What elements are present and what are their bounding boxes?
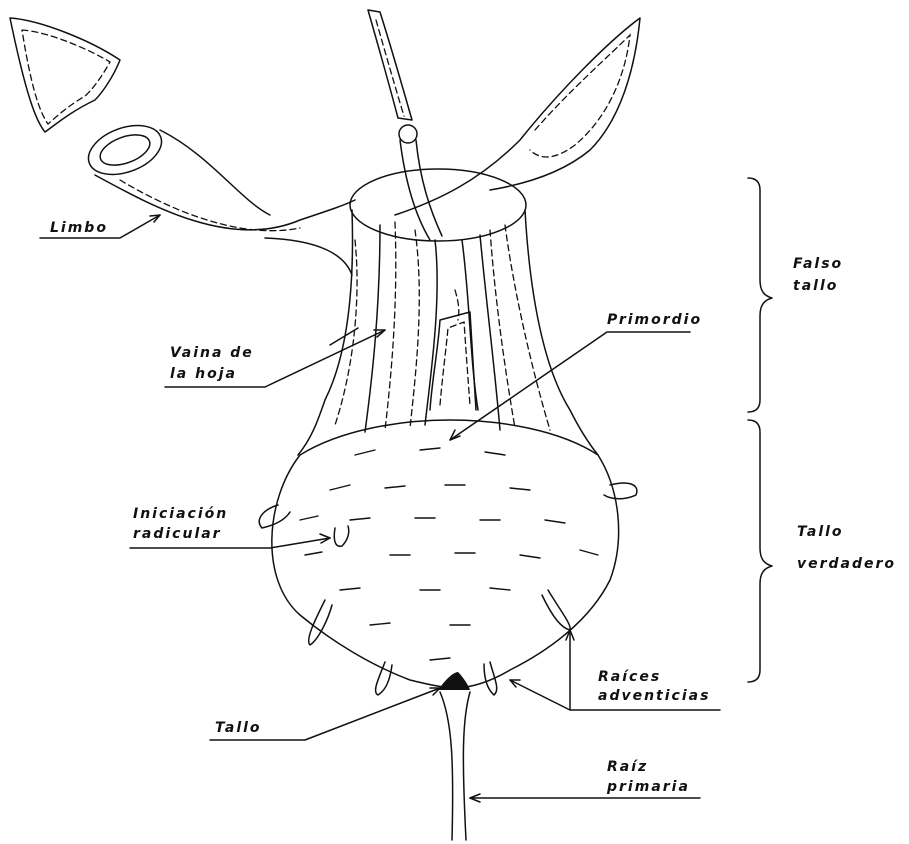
sheath-8 xyxy=(505,225,550,430)
petiole-to-stem xyxy=(265,238,352,275)
label-verdadero-2: verdadero xyxy=(797,556,896,572)
radicular-initiation xyxy=(334,526,348,546)
petiole-cut-end xyxy=(82,116,168,183)
right-leaf-dashed xyxy=(530,35,630,157)
brace-falso-tallo xyxy=(748,178,772,412)
sheath-2 xyxy=(365,225,380,432)
petiole-tube-top xyxy=(160,130,270,215)
sheath-4 xyxy=(410,230,419,428)
label-iniciacion-2: radicular xyxy=(133,526,222,542)
stem-node xyxy=(438,672,470,690)
label-raiz-1: Raíz xyxy=(607,759,648,775)
primary-root-2 xyxy=(463,692,470,840)
label-iniciacion-1: Iniciación xyxy=(133,506,228,522)
sheath-9 xyxy=(462,240,478,410)
adventitious-root-3 xyxy=(484,662,497,695)
label-vaina-1: Vaina de xyxy=(170,345,254,361)
petiole-tube xyxy=(95,175,355,230)
label-vaina-2: la hoja xyxy=(170,366,237,382)
label-tallo: Tallo xyxy=(215,720,262,736)
pseudostem-left xyxy=(298,210,353,455)
label-raices-1: Raíces xyxy=(598,669,661,685)
label-verdadero-1: Tallo xyxy=(797,524,844,540)
primary-root xyxy=(440,692,453,840)
brace-tallo-verdadero xyxy=(748,420,772,682)
pseudostem-top xyxy=(350,169,526,241)
sheath-7 xyxy=(480,235,500,430)
adventitious-root-1 xyxy=(309,600,332,645)
adventitious-root-4 xyxy=(542,590,570,630)
sheath-3 xyxy=(385,222,396,430)
primordio-inner xyxy=(440,322,470,405)
adventitious-root-right xyxy=(604,483,637,499)
label-primordio: Primordio xyxy=(607,312,702,328)
right-leaf xyxy=(395,18,640,215)
narrow-leaf xyxy=(368,10,412,120)
corm-body xyxy=(272,420,619,688)
label-falso-1: Falso xyxy=(793,256,843,272)
leaf-fragment-inner xyxy=(22,30,110,124)
adventitious-root-2 xyxy=(376,662,392,695)
corm-texture xyxy=(300,448,598,660)
label-raices-2: adventicias xyxy=(598,688,710,704)
label-falso-2: tallo xyxy=(793,278,838,294)
label-raiz-2: primaria xyxy=(606,779,690,795)
narrow-leaf-mid xyxy=(376,20,404,116)
label-limbo: Limbo xyxy=(50,220,108,236)
pseudostem-right xyxy=(525,210,598,455)
central-leaf-tip xyxy=(399,125,417,143)
leaf-fragment xyxy=(10,18,120,132)
